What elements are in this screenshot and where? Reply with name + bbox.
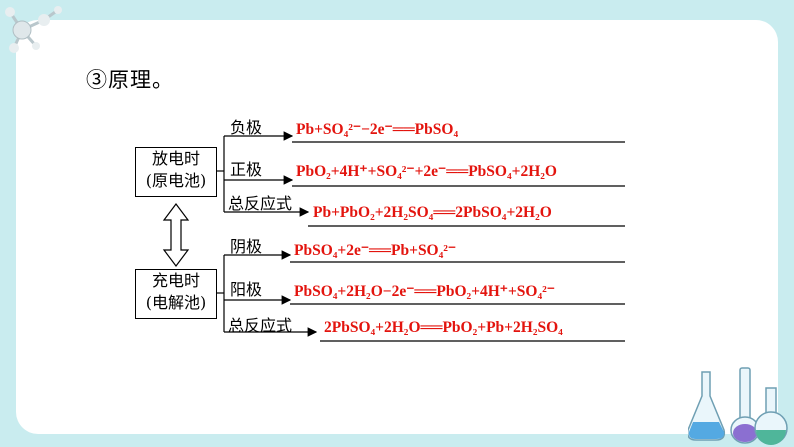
charge-cathode-equation: PbSO₄+2e⁻══Pb+SO₄²⁻ xyxy=(294,242,457,259)
charge-box-line1: 充电时 xyxy=(151,271,200,290)
charge-total-label: 总反应式 xyxy=(228,316,293,335)
positive-electrode-label: 正极 xyxy=(230,160,263,179)
discharge-total-equation: Pb+PbO₂+2H₂SO₄══2PbSO₄+2H₂O xyxy=(313,204,552,221)
discharge-box-line2: (原电池) xyxy=(145,171,207,190)
lab-flasks-icon xyxy=(688,367,788,445)
negative-electrode-label: 负极 xyxy=(230,118,263,137)
content-card xyxy=(16,20,778,434)
discharge-box-line1: 放电时 xyxy=(151,149,200,168)
charge-total-equation: 2PbSO₄+2H₂O══PbO₂+Pb+2H₂SO₄ xyxy=(324,319,563,336)
discharge-positive-equation: PbO₂+4H⁺+SO₄²⁻+2e⁻══PbSO₄+2H₂O xyxy=(296,163,557,180)
anode-label: 阳极 xyxy=(230,280,263,299)
section-title: ③原理。 xyxy=(86,68,174,92)
charge-box-line2: (电解池) xyxy=(145,293,207,312)
discharge-negative-equation: Pb+SO₄²⁻−2e⁻══PbSO₄ xyxy=(296,121,459,138)
cathode-label: 阴极 xyxy=(230,237,263,256)
discharge-box: 放电时 (原电池) xyxy=(135,147,217,197)
discharge-total-label: 总反应式 xyxy=(228,194,293,213)
molecule-icon xyxy=(5,6,62,53)
charge-box: 充电时 (电解池) xyxy=(135,269,217,319)
charge-anode-equation: PbSO₄+2H₂O−2e⁻══PbO₂+4H⁺+SO₄²⁻ xyxy=(294,283,555,300)
